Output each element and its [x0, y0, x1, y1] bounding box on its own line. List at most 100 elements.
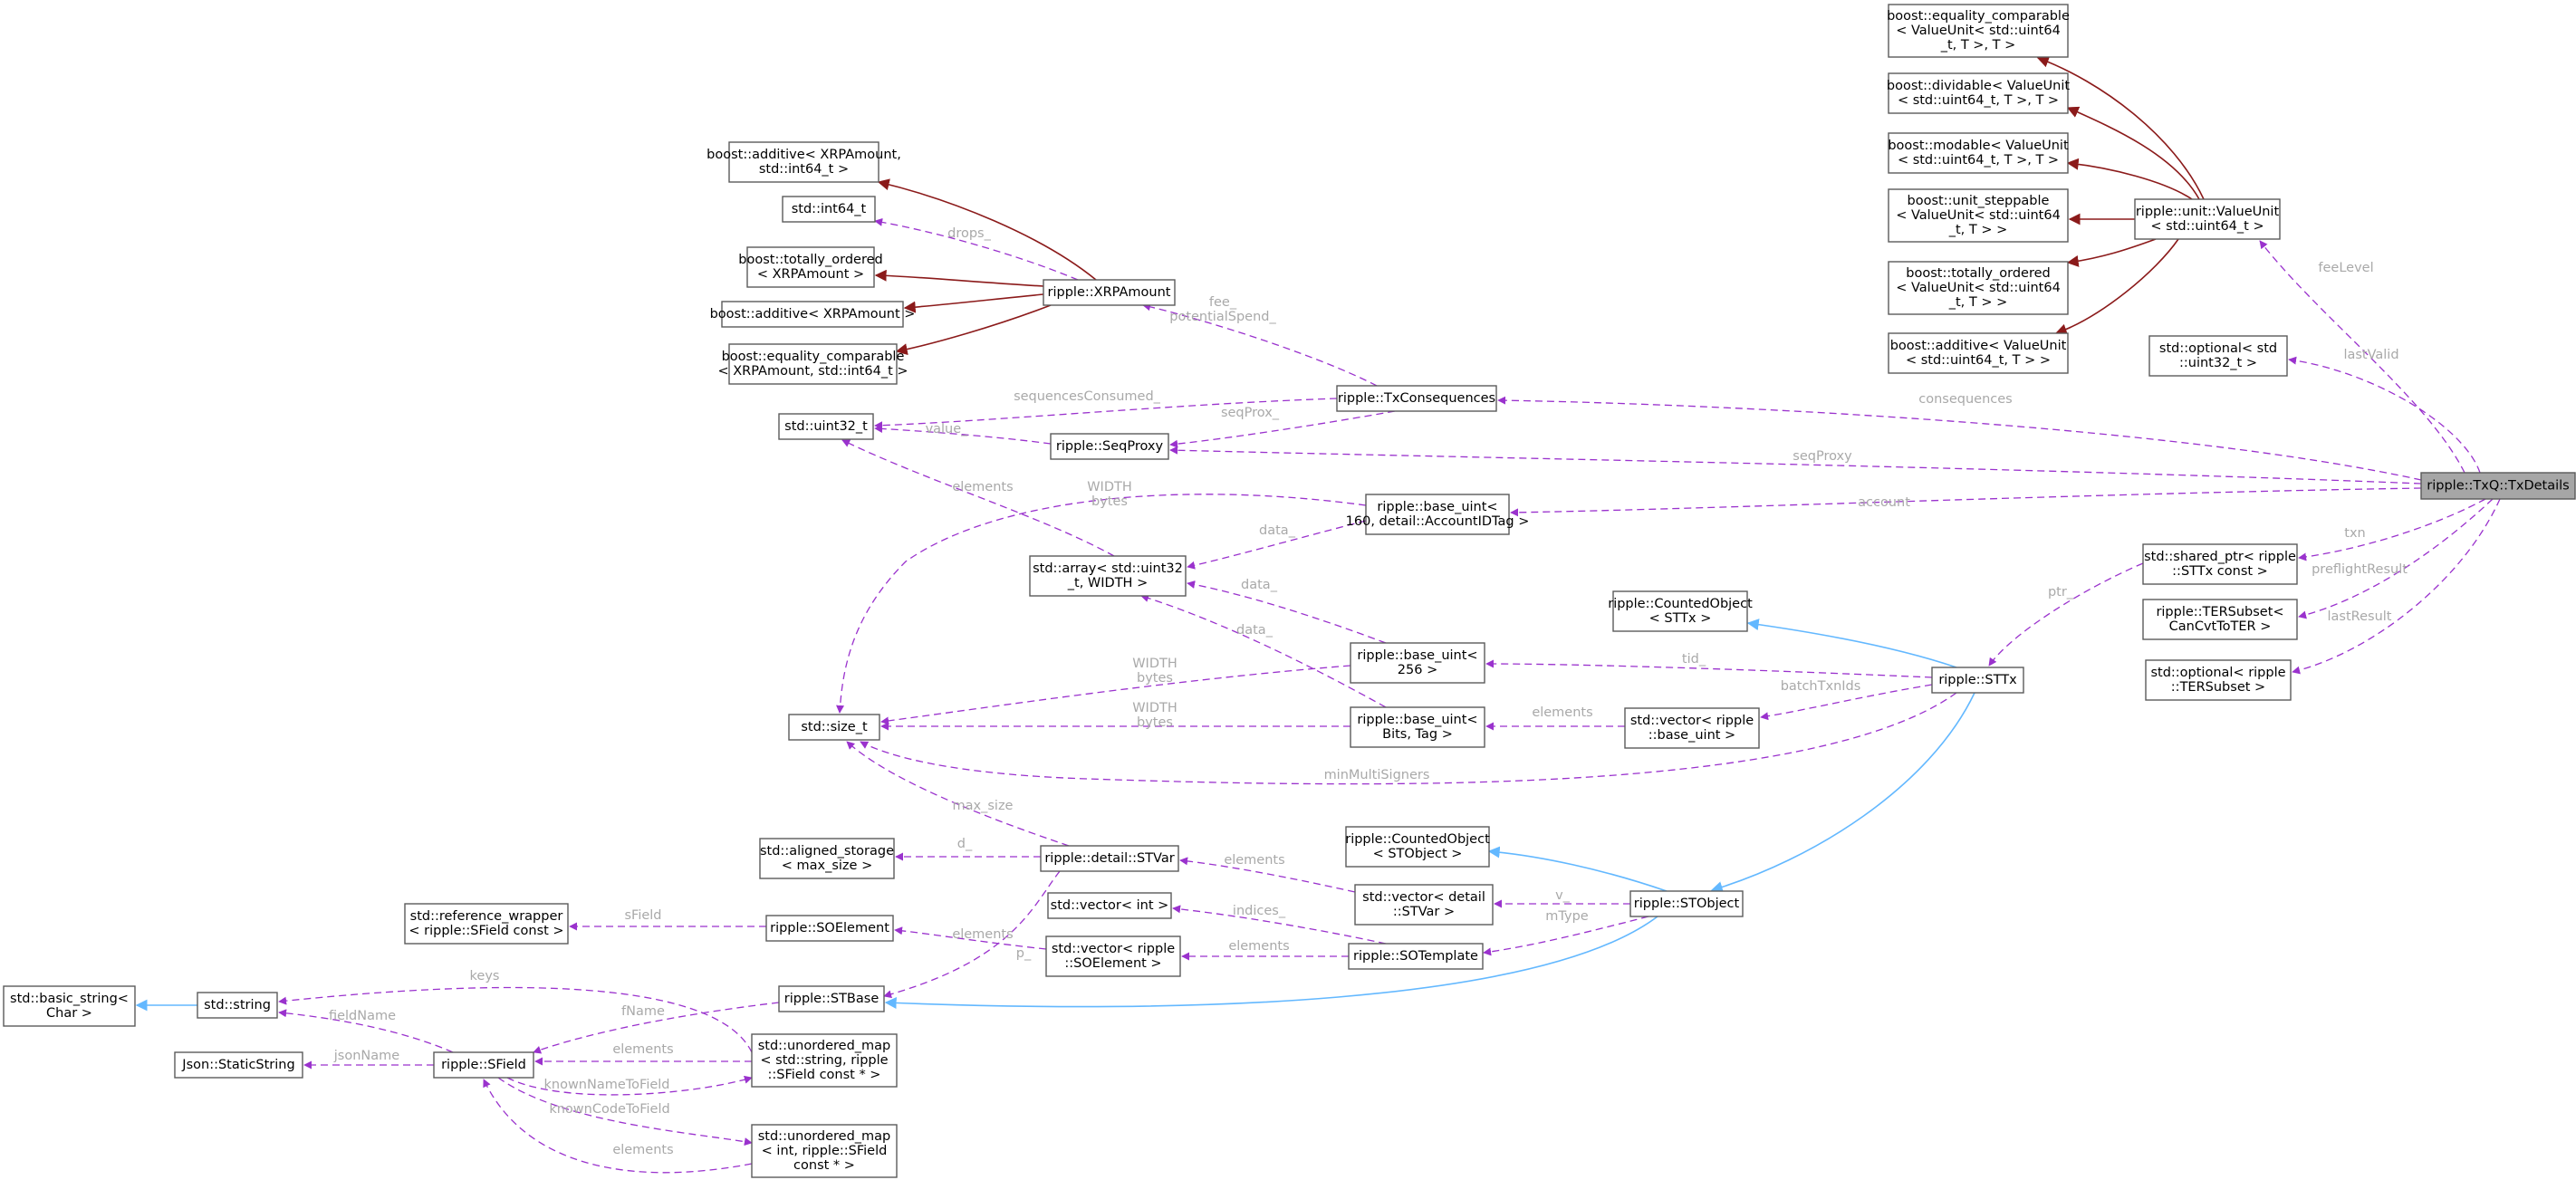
edge-label-width_bytes_160-1: bytes [1091, 494, 1128, 509]
class-name-line: < ValueUnit< std::uint64 [1896, 208, 2061, 223]
class-node-add-xrp[interactable]: boost::additive< XRPAmount > [710, 301, 916, 328]
class-box [1350, 706, 1485, 748]
usage-edge-vec_stvar-to-stvar [1179, 857, 1356, 893]
class-name-line: Bits, Tag > [1382, 727, 1453, 742]
class-node-arr-u32[interactable]: std::array< std::uint32_t, WIDTH > [1029, 555, 1187, 597]
edge-label-knownCodeToField: knownCodeToField [549, 1102, 669, 1117]
class-name-line: ::STVar > [1393, 905, 1455, 919]
class-box [1345, 826, 1490, 868]
usage-edge-sttx-to-sizet [860, 692, 1957, 785]
class-box [3, 985, 136, 1027]
class-node-tot-xrp[interactable]: boost::totally_ordered< XRPAmount > [738, 246, 883, 288]
usage-edge-sp_sttx-to-sttx [1988, 562, 2144, 667]
class-node-eq-vu[interactable]: boost::equality_comparable< ValueUnit< s… [1887, 4, 2070, 58]
class-node-seqproxy[interactable]: ripple::SeqProxy [1050, 433, 1169, 460]
edge-label-minMultiSigners: minMultiSigners [1324, 768, 1430, 782]
class-node-add-xrp-i64[interactable]: boost::additive< XRPAmount,std::int64_t … [706, 141, 901, 183]
class-box [2142, 599, 2298, 640]
class-node-sizet[interactable]: std::size_t [788, 714, 880, 741]
class-node-step-vu[interactable]: boost::unit_steppable< ValueUnit< std::u… [1888, 188, 2069, 243]
class-node-txcons[interactable]: ripple::TxConsequences [1336, 385, 1497, 412]
edge-label-mType: mType [1545, 909, 1589, 924]
class-node-aligned[interactable]: std::aligned_storage< max_size > [759, 838, 895, 879]
class-node-tersub-cvt[interactable]: ripple::TERSubset<CanCvtToTER > [2142, 599, 2298, 640]
class-node-uint32[interactable]: std::uint32_t [778, 413, 874, 440]
edge-label-data_bits: data_ [1236, 623, 1274, 638]
edge-label-value: value_ [926, 422, 969, 437]
class-node-add-vu[interactable]: boost::additive< ValueUnit< std::uint64_… [1888, 332, 2069, 374]
class-node-vec-int[interactable]: std::vector< int > [1047, 892, 1172, 919]
class-name-line: ::base_uint > [1648, 728, 1735, 743]
edge-label-drops: drops_ [947, 226, 991, 241]
class-name-line: ripple::base_uint< [1357, 648, 1477, 663]
class-box [197, 992, 278, 1019]
class-node-bu160[interactable]: ripple::base_uint<160, detail::AccountID… [1346, 494, 1530, 535]
edge-label-feeLevel: feeLevel [2318, 261, 2373, 275]
class-node-basic-string[interactable]: std::basic_string<Char > [3, 985, 136, 1027]
class-node-stvar[interactable]: ripple::detail::STVar [1040, 845, 1179, 872]
class-node-string[interactable]: std::string [197, 992, 278, 1019]
class-node-div-vu[interactable]: boost::dividable< ValueUnit< std::uint64… [1887, 72, 2070, 114]
class-name-line: std::vector< int > [1051, 898, 1169, 913]
class-name-line: std::aligned_storage [760, 844, 894, 859]
class-node-vec-soe[interactable]: std::vector< ripple::SOElement > [1045, 935, 1181, 977]
class-name-line: ripple::CountedObject [1608, 597, 1753, 611]
class-node-txdetails[interactable]: ripple::TxQ::TxDetails [2420, 472, 2576, 500]
class-node-refwrap[interactable]: std::reference_wrapper< ripple::SField c… [404, 903, 569, 945]
class-name-line: ::SOElement > [1064, 956, 1161, 971]
class-box [782, 196, 876, 223]
class-box [721, 301, 904, 328]
class-node-int64[interactable]: std::int64_t [782, 196, 876, 223]
class-name-line: boost::totally_ordered [1906, 266, 2050, 281]
class-node-bu256[interactable]: ripple::base_uint<256 > [1350, 642, 1485, 684]
class-node-soelement[interactable]: ripple::SOElement [765, 915, 894, 942]
usage-edge-txdetails-to-txcons [1497, 396, 2422, 481]
usage-edge-bu256-to-arr_u32 [1187, 580, 1387, 644]
class-node-umap-int[interactable]: std::unordered_map< int, ripple::SFieldc… [751, 1124, 898, 1178]
class-node-opt-u32[interactable]: std::optional< std::uint32_t > [2148, 335, 2288, 377]
class-node-stobject[interactable]: ripple::STObject [1629, 890, 1744, 917]
class-name-line: std::int64_t [792, 202, 867, 216]
class-box [404, 903, 569, 945]
class-box [174, 1051, 303, 1079]
class-box [751, 1033, 898, 1088]
class-node-co-stobj[interactable]: ripple::CountedObject< STObject > [1345, 826, 1490, 868]
class-name-line: ::uint32_t > [2179, 356, 2257, 370]
class-name-line: boost::totally_ordered [738, 253, 882, 267]
class-name-line: 256 > [1398, 663, 1437, 677]
class-box [1888, 332, 2069, 374]
edge-label-tid: tid_ [1682, 652, 1706, 667]
class-node-sttx[interactable]: ripple::STTx [1931, 667, 2024, 694]
class-node-jsonstatic[interactable]: Json::StaticString [174, 1051, 303, 1079]
class-name-line: < std::uint64_t, T >, T > [1898, 93, 2059, 108]
edge-label-jsonName: jsonName [333, 1049, 400, 1063]
class-node-stbase[interactable]: ripple::STBase [778, 985, 885, 1012]
class-node-opt-ter[interactable]: std::optional< ripple::TERSubset > [2145, 659, 2292, 701]
class-box [778, 413, 874, 440]
class-name-line: < std::uint64_t > [2150, 219, 2264, 234]
edge-label-seqProx: seqProx_ [1221, 406, 1280, 420]
class-node-xrpamount[interactable]: ripple::XRPAmount [1043, 279, 1176, 306]
usage-edge-txdetails-to-bu160 [1510, 487, 2422, 517]
node-layer: ripple::TxQ::TxDetails boost::equality_co… [3, 4, 2576, 1178]
class-node-vec-bu[interactable]: std::vector< ripple::base_uint > [1624, 707, 1760, 749]
class-node-co-sttx[interactable]: ripple::CountedObject< STTx > [1608, 590, 1753, 632]
class-node-valueunit[interactable]: ripple::unit::ValueUnit< std::uint64_t > [2134, 198, 2281, 240]
class-node-umap-str[interactable]: std::unordered_map< std::string, ripple:… [751, 1033, 898, 1088]
usage-edge-txdetails-to-seqproxy [1169, 446, 2422, 484]
class-node-tot-vu[interactable]: boost::totally_ordered< ValueUnit< std::… [1888, 261, 2069, 315]
class-node-eq-xrp[interactable]: boost::equality_comparable< XRPAmount, s… [717, 343, 908, 385]
class-node-sp-sttx[interactable]: std::shared_ptr< ripple::STTx const > [2142, 543, 2298, 585]
class-node-mod-vu[interactable]: boost::modable< ValueUnit< std::uint64_t… [1888, 132, 2069, 174]
class-name-line: < ValueUnit< std::uint64 [1896, 24, 2061, 38]
usage-edge-bu256-to-sizet [880, 665, 1351, 725]
class-node-vec-stvar[interactable]: std::vector< detail::STVar > [1354, 884, 1494, 926]
usage-edge-umap_str-to-string [278, 986, 753, 1053]
class-name-line: ripple::TxQ::TxDetails [2427, 479, 2569, 494]
class-node-sotemplate[interactable]: ripple::SOTemplate [1348, 943, 1484, 970]
class-node-bubits[interactable]: ripple::base_uint<Bits, Tag > [1350, 706, 1485, 748]
class-node-sfield[interactable]: ripple::SField [433, 1051, 534, 1079]
class-name-line: < XRPAmount > [757, 267, 864, 282]
usage-edge-arr_u32-to-uint32 [841, 439, 1115, 557]
edge-label-width_bytes_160-0: WIDTH [1087, 480, 1132, 494]
